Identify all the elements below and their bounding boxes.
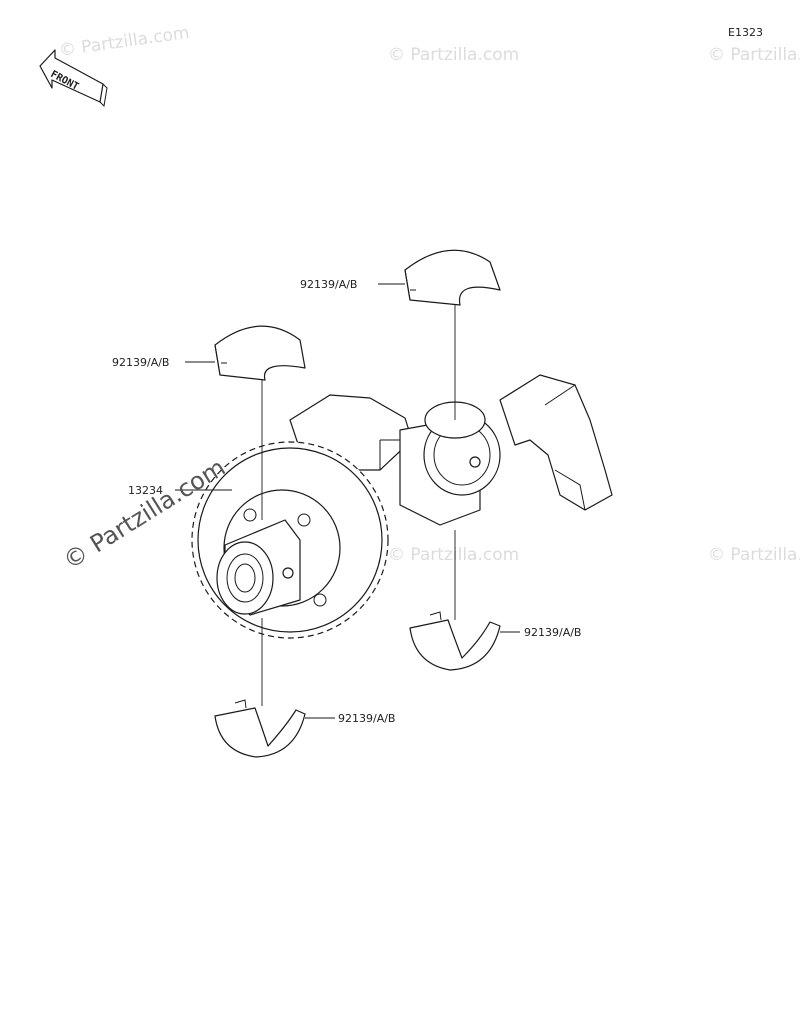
bearing-shell-bottom-left xyxy=(214,699,306,758)
callout-shell-bottom-left[interactable]: 92139/A/B xyxy=(338,712,395,725)
bearing-shell-top-right xyxy=(404,249,501,306)
bearing-shell-bottom-right xyxy=(409,611,501,671)
balancer-gear xyxy=(191,441,389,639)
diagram-code: E1323 xyxy=(728,26,763,39)
watermark: © Partzilla.com xyxy=(58,23,191,61)
watermark: © Partzilla.com xyxy=(388,545,519,565)
bearing-shell-top-left xyxy=(214,325,306,381)
watermark: © Partzilla.com xyxy=(708,45,800,65)
callout-balancer-gear[interactable]: 13234 xyxy=(128,484,163,497)
callout-shell-top-left[interactable]: 92139/A/B xyxy=(112,356,169,369)
balancer-shaft xyxy=(289,374,613,526)
leader-lines xyxy=(175,283,520,719)
callout-shell-top-right[interactable]: 92139/A/B xyxy=(300,278,357,291)
watermark: © Partzilla.com xyxy=(708,545,800,565)
watermark: © Partzilla.com xyxy=(388,45,519,65)
callout-shell-bottom-right[interactable]: 92139/A/B xyxy=(524,626,581,639)
